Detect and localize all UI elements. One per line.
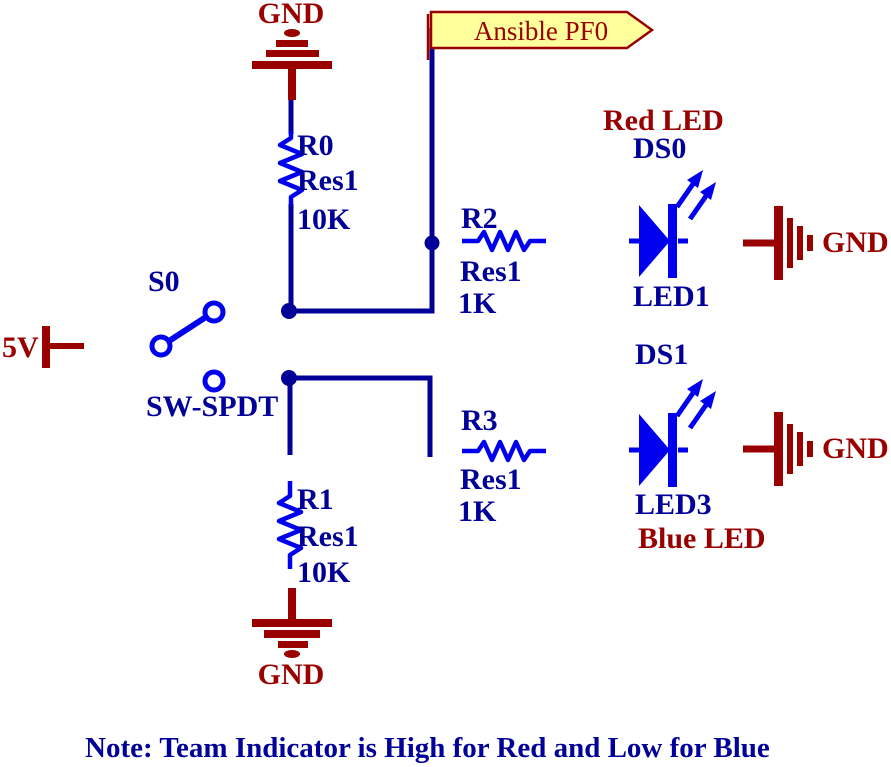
gnd-led-blue-label: GND — [822, 432, 889, 465]
gnd-top-label: GND — [258, 0, 325, 30]
gnd-symbol-led-red: GND — [743, 206, 889, 280]
gnd-top-bar2 — [266, 50, 319, 57]
led-ds1-triangle — [639, 414, 670, 486]
power-5v-symbol: 5V — [2, 326, 84, 368]
led-ds0-arrow2-shaft — [687, 194, 709, 221]
led-ds0: Red LED DS0 LED1 — [603, 104, 724, 313]
gnd-top-stem — [288, 69, 296, 100]
wire-lower-branch — [287, 375, 433, 457]
resistor-r1-symbol — [276, 481, 304, 569]
resistor-r1-value: 10K — [297, 556, 351, 589]
gnd-symbol-top: GND — [252, 0, 332, 100]
resistor-r1-part: Res1 — [297, 520, 359, 553]
schematic-note: Note: Team Indicator is High for Red and… — [85, 732, 770, 764]
switch-s0-symbol: S0 SW-SPDT — [146, 265, 278, 423]
resistor-r2-value: 1K — [458, 287, 497, 320]
wire-flag-to-node — [286, 28, 435, 314]
led-ds0-triangle — [639, 205, 670, 277]
net-flag: Ansible PF0 — [426, 10, 655, 60]
resistor-r1-ref: R1 — [297, 483, 334, 516]
gnd-led-blue-bar0 — [807, 441, 813, 457]
led-ds1-arrow1-head — [687, 379, 703, 397]
net-flag-label: Ansible PF0 — [474, 16, 608, 46]
resistor-r2: R2 Res1 1K — [458, 202, 546, 320]
gnd-symbol-bottom: GND — [252, 588, 332, 691]
led-ds0-cathode-bar — [668, 204, 677, 278]
led-ds0-ref: DS0 — [633, 132, 686, 165]
gnd-bottom-bar0 — [284, 650, 300, 658]
switch-throw2-terminal — [202, 369, 226, 393]
led-ds0-arrow1-shaft — [674, 182, 696, 209]
led-ds1-ref: DS1 — [635, 338, 688, 371]
resistor-r0-symbol — [277, 131, 305, 206]
net-flag-banner — [429, 10, 655, 50]
gnd-bottom-label: GND — [258, 658, 325, 691]
junction-dot-lower-node — [281, 370, 297, 386]
gnd-led-red-label: GND — [822, 226, 889, 259]
led-ds1: DS1 LED3 Blue LED — [629, 338, 766, 555]
gnd-top-bar0 — [284, 29, 300, 37]
wires — [281, 28, 440, 457]
led-ds0-arrow2-head — [700, 182, 716, 200]
power-5v-label: 5V — [2, 331, 39, 364]
led-ds1-designator: LED3 — [635, 488, 712, 521]
switch-common-terminal — [149, 334, 173, 358]
resistor-r0-value: 10K — [297, 203, 351, 236]
junction-dot-top — [424, 235, 440, 251]
switch-ref-label: S0 — [148, 265, 180, 298]
gnd-bottom-bar1 — [278, 641, 308, 648]
led-ds1-color-label: Blue LED — [638, 522, 766, 555]
gnd-symbol-led-blue: GND — [743, 412, 889, 486]
led-ds1-cathode-bar — [668, 413, 677, 487]
switch-part-label: SW-SPDT — [146, 390, 278, 423]
gnd-led-red-bar2 — [787, 218, 793, 268]
gnd-led-red-bar0 — [807, 235, 813, 251]
led-ds1-arrow1-shaft — [674, 391, 696, 418]
led-ds1-arrow2-head — [700, 391, 716, 409]
resistor-r0: R0 Res1 10K — [277, 129, 359, 236]
resistor-r3-value: 1K — [458, 495, 497, 528]
gnd-led-red-bar1 — [797, 226, 803, 260]
resistor-r2-ref: R2 — [461, 202, 498, 235]
switch-lever — [167, 314, 208, 344]
resistor-r3-symbol — [462, 439, 546, 463]
switch-throw1-terminal — [202, 300, 226, 324]
gnd-bottom-stem — [288, 588, 296, 621]
gnd-led-blue-bar3 — [774, 412, 783, 486]
resistor-r2-symbol — [462, 229, 546, 253]
gnd-bottom-bar2 — [264, 630, 320, 638]
junction-dot-upper-node — [281, 303, 297, 319]
led-ds0-designator: LED1 — [633, 280, 710, 313]
led-ds1-arrow2-shaft — [687, 403, 709, 430]
gnd-bottom-bar3 — [252, 619, 332, 627]
gnd-top-bar3 — [252, 61, 332, 69]
resistor-r2-part: Res1 — [460, 255, 522, 288]
gnd-led-blue-bar1 — [797, 432, 803, 466]
resistor-r3-part: Res1 — [460, 463, 522, 496]
gnd-led-red-bar3 — [774, 206, 783, 280]
resistor-r0-part: Res1 — [297, 164, 359, 197]
resistor-r0-ref: R0 — [297, 129, 334, 162]
power-5v-bar — [42, 326, 50, 368]
resistor-r3: R3 Res1 1K — [458, 404, 546, 528]
resistor-r3-ref: R3 — [461, 404, 498, 437]
led-ds0-color-label: Red LED — [603, 104, 724, 137]
gnd-led-blue-bar2 — [787, 424, 793, 474]
led-ds0-arrow1-head — [687, 170, 703, 188]
resistor-r1: R1 Res1 10K — [276, 481, 359, 589]
gnd-top-bar1 — [276, 40, 308, 47]
